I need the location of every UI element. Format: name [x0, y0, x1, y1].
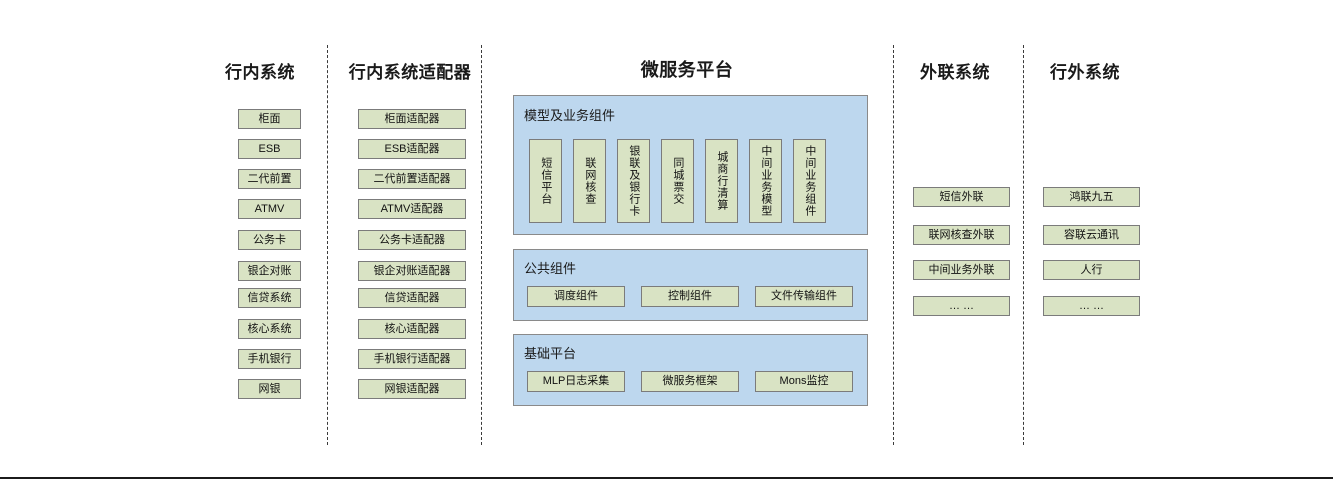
adapter-item[interactable]: 核心适配器 [358, 319, 466, 339]
column-header-outbank: 行外系统 [1050, 63, 1120, 82]
divider-inbank-adapter [327, 45, 328, 445]
outbank-item[interactable]: 容联云通讯 [1043, 225, 1140, 245]
panel-title-infrastructure: 基础平台 [524, 346, 577, 361]
inbank-item[interactable]: 手机银行 [238, 349, 301, 369]
inbank-item[interactable]: 柜面 [238, 109, 301, 129]
adapter-item[interactable]: 柜面适配器 [358, 109, 466, 129]
inbank-item[interactable]: ATMV [238, 199, 301, 219]
column-header-platform: 微服务平台 [640, 60, 734, 80]
inbank-item[interactable]: 银企对账 [238, 261, 301, 281]
inbank-item[interactable]: ESB [238, 139, 301, 159]
adapter-item[interactable]: 手机银行适配器 [358, 349, 466, 369]
infrastructure-item[interactable]: 微服务框架 [641, 371, 739, 392]
infrastructure-item[interactable]: MLP日志采集 [527, 371, 625, 392]
public-component-item[interactable]: 文件传输组件 [755, 286, 853, 307]
model-component-item[interactable]: 联网核查 [573, 139, 606, 223]
public-component-item[interactable]: 控制组件 [641, 286, 739, 307]
infrastructure-item[interactable]: Mons监控 [755, 371, 853, 392]
adapter-item[interactable]: 二代前置适配器 [358, 169, 466, 189]
outbank-item[interactable]: 鸿联九五 [1043, 187, 1140, 207]
inbank-item[interactable]: 核心系统 [238, 319, 301, 339]
panel-infrastructure [513, 334, 868, 406]
panel-public-components [513, 249, 868, 321]
model-component-item[interactable]: 中间业务组件 [793, 139, 826, 223]
external-link-item[interactable]: 联网核查外联 [913, 225, 1010, 245]
column-header-external-link: 外联系统 [920, 63, 990, 82]
model-component-item[interactable]: 同城票交 [661, 139, 694, 223]
model-component-item[interactable]: 城商行清算 [705, 139, 738, 223]
adapter-item[interactable]: 公务卡适配器 [358, 230, 466, 250]
inbank-item[interactable]: 公务卡 [238, 230, 301, 250]
model-component-item[interactable]: 中间业务模型 [749, 139, 782, 223]
adapter-item[interactable]: 网银适配器 [358, 379, 466, 399]
outbank-item[interactable]: … … [1043, 296, 1140, 316]
divider-platform-external [893, 45, 894, 445]
divider-adapter-platform [481, 45, 482, 445]
column-header-adapter: 行内系统适配器 [348, 63, 472, 82]
page-bottom-rule [0, 477, 1333, 479]
panel-title-public-components: 公共组件 [524, 261, 577, 276]
model-component-item[interactable]: 短信平台 [529, 139, 562, 223]
column-header-inbank: 行内系统 [225, 63, 295, 82]
public-component-item[interactable]: 调度组件 [527, 286, 625, 307]
adapter-item[interactable]: 银企对账适配器 [358, 261, 466, 281]
divider-external-outbank [1023, 45, 1024, 445]
adapter-item[interactable]: ESB适配器 [358, 139, 466, 159]
model-component-item[interactable]: 银联及银行卡 [617, 139, 650, 223]
external-link-item[interactable]: … … [913, 296, 1010, 316]
inbank-item[interactable]: 网银 [238, 379, 301, 399]
adapter-item[interactable]: 信贷适配器 [358, 288, 466, 308]
inbank-item[interactable]: 信贷系统 [238, 288, 301, 308]
adapter-item[interactable]: ATMV适配器 [358, 199, 466, 219]
external-link-item[interactable]: 中间业务外联 [913, 260, 1010, 280]
inbank-item[interactable]: 二代前置 [238, 169, 301, 189]
panel-title-model-business-components: 模型及业务组件 [524, 108, 616, 123]
outbank-item[interactable]: 人行 [1043, 260, 1140, 280]
external-link-item[interactable]: 短信外联 [913, 187, 1010, 207]
